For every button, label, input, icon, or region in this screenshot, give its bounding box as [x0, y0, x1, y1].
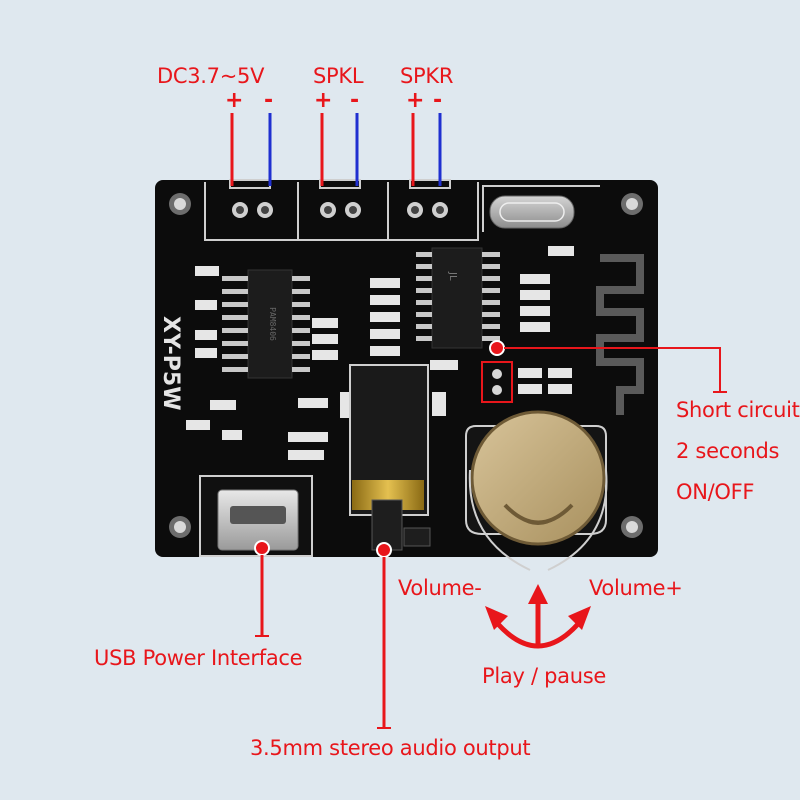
connector-label-spkl: SPKL — [313, 64, 364, 88]
bt-chip-pins — [416, 252, 500, 341]
amp-chip-pins — [222, 276, 310, 372]
spkl-plus-sign: + — [314, 88, 333, 113]
spkl-minus-sign: - — [350, 88, 360, 113]
short-circuit-line1: Short circuit — [676, 398, 800, 422]
bt-chip-text: JL — [447, 271, 458, 281]
usb-label: USB Power Interface — [94, 646, 303, 670]
rotary-knob — [465, 410, 608, 571]
amp-chip-text: PAM8406 — [268, 307, 277, 341]
mounting-holes — [169, 193, 643, 538]
amp-chip: PAM8406 — [247, 269, 293, 379]
audio-jack — [349, 364, 431, 551]
volume-arrows — [495, 597, 581, 649]
spkr-minus-sign: - — [433, 88, 443, 113]
terminal-blocks — [204, 179, 479, 241]
usb-pointer — [254, 540, 270, 637]
short-circuit-pointer — [489, 340, 727, 393]
short-circuit-line2: 2 seconds — [676, 439, 780, 463]
play-pause-label: Play / pause — [482, 664, 606, 688]
power-plus-sign: + — [225, 88, 244, 113]
top-wires — [230, 113, 442, 186]
volume-minus-label: Volume- — [398, 576, 482, 600]
audio-label: 3.5mm stereo audio output — [250, 736, 531, 760]
arrow-heads — [485, 584, 591, 630]
terminal-pads — [232, 202, 448, 218]
audio-pointer — [376, 542, 392, 729]
volume-plus-label: Volume+ — [589, 576, 683, 600]
connector-label-spkr: SPKR — [400, 64, 454, 88]
antenna-trace — [596, 254, 644, 415]
model-label: XY-P5W — [158, 316, 183, 411]
bt-chip: JL — [431, 247, 483, 349]
usb-port — [199, 475, 313, 557]
spkr-plus-sign: + — [406, 88, 425, 113]
short-circuit-line3: ON/OFF — [676, 480, 755, 504]
crystal-oscillator — [482, 185, 600, 232]
short-circuit-pads — [481, 361, 513, 403]
connector-label-power: DC3.7~5V — [157, 64, 265, 88]
power-minus-sign: - — [264, 88, 274, 113]
smd-components — [186, 246, 574, 460]
